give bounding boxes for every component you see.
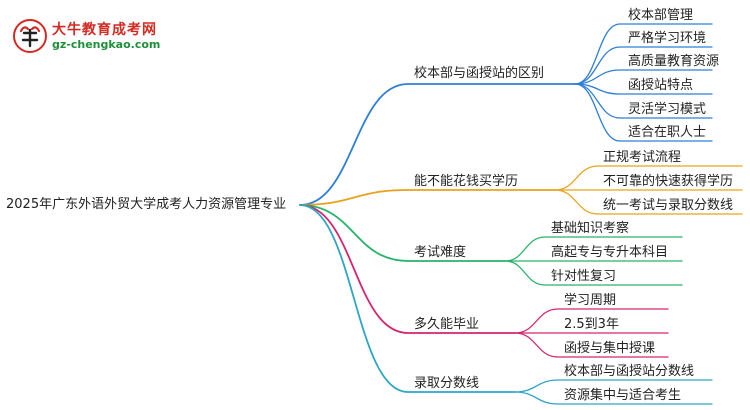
branch-1-topic: 校本部与函授站的区别 [414, 66, 545, 81]
leaf-connector [574, 83, 713, 119]
leaf-connector [554, 165, 743, 191]
leaf-node: 适合在职人士 [628, 125, 707, 140]
branch-4-topic: 多久能毕业 [414, 317, 480, 332]
leaf-connector [574, 83, 713, 142]
leaf-connector [574, 23, 713, 85]
leaf-connector [504, 260, 683, 286]
leaf-node: 灵活学习模式 [628, 102, 707, 117]
branch-connector [299, 204, 516, 334]
branch-connector [299, 83, 576, 206]
branch-2-topic: 能不能花钱买学历 [414, 174, 519, 189]
site-logo: 大牛教育成考网 gz-chengkao.com [12, 18, 162, 58]
branch-connector [299, 204, 516, 393]
leaf-node: 统一考试与录取分数线 [603, 198, 734, 213]
logo-url: gz-chengkao.com [52, 38, 161, 51]
leaf-node: 函授与集中授课 [564, 341, 656, 356]
leaf-node: 严格学习环境 [628, 31, 707, 46]
bull-logo-icon [13, 19, 47, 53]
leaf-node: 高质量教育资源 [628, 54, 720, 69]
leaf-node: 校本部管理 [628, 8, 694, 23]
leaf-node: 学习周期 [564, 293, 617, 308]
leaf-node: 校本部与函授站分数线 [564, 364, 695, 379]
leaf-node: 资源集中与适合考生 [564, 388, 682, 403]
root-topic: 2025年广东外语外贸大学成考人力资源管理专业 [6, 197, 287, 212]
leaf-node: 正规考试流程 [603, 150, 682, 165]
leaf-node: 函授站特点 [628, 78, 694, 93]
leaf-connector [514, 391, 713, 405]
branch-connector [299, 189, 556, 206]
leaf-node: 基础知识考察 [551, 221, 630, 236]
branch-3-topic: 考试难度 [414, 245, 467, 260]
leaf-connector [514, 308, 669, 334]
leaf-connector [574, 69, 713, 85]
leaf-connector [514, 379, 713, 393]
leaf-node: 2.5到3年 [564, 317, 619, 332]
branch-connector [299, 204, 506, 262]
leaf-connector [514, 332, 669, 358]
leaf-node: 不可靠的快速获得学历 [603, 174, 734, 189]
leaf-connector [574, 46, 713, 85]
leaf-connector [504, 236, 683, 262]
leaf-connector [554, 189, 743, 215]
branch-5-topic: 录取分数线 [414, 376, 480, 391]
leaf-node: 针对性复习 [551, 269, 617, 284]
leaf-node: 高起专与专升本科目 [551, 245, 669, 260]
logo-name: 大牛教育成考网 [52, 22, 157, 38]
